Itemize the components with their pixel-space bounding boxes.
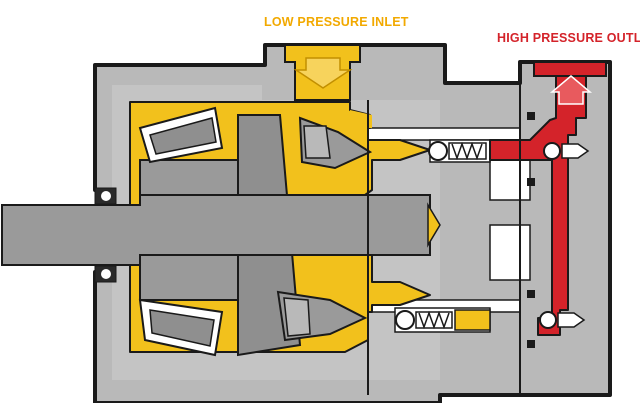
- lower-check-valve: [395, 309, 586, 331]
- shaft-end: [427, 202, 441, 248]
- high-pressure-outlet-label: HIGH PRESSURE OUTLET: [497, 31, 640, 45]
- lower-piston: [276, 290, 368, 342]
- yellow-passage-top: [350, 110, 372, 128]
- low-pressure-inlet-label: LOW PRESSURE INLET: [264, 15, 409, 29]
- upper-piston: [298, 116, 373, 170]
- lower-bearing: [138, 298, 224, 357]
- upper-check-valve: [428, 141, 590, 161]
- shaft-seal-top: [94, 187, 117, 205]
- high-pressure-passage: [489, 61, 607, 336]
- high-pressure-outlet-port: [533, 61, 607, 77]
- shaft-seal-bottom: [94, 265, 117, 283]
- o-ring-seals: [527, 112, 535, 348]
- upper-bearing: [138, 106, 224, 164]
- housing-cavity: [489, 224, 531, 281]
- housing-cavity: [367, 127, 521, 141]
- drive-shaft: [1, 194, 431, 266]
- up-arrow-icon: [549, 75, 593, 105]
- down-arrow-icon: [293, 57, 353, 89]
